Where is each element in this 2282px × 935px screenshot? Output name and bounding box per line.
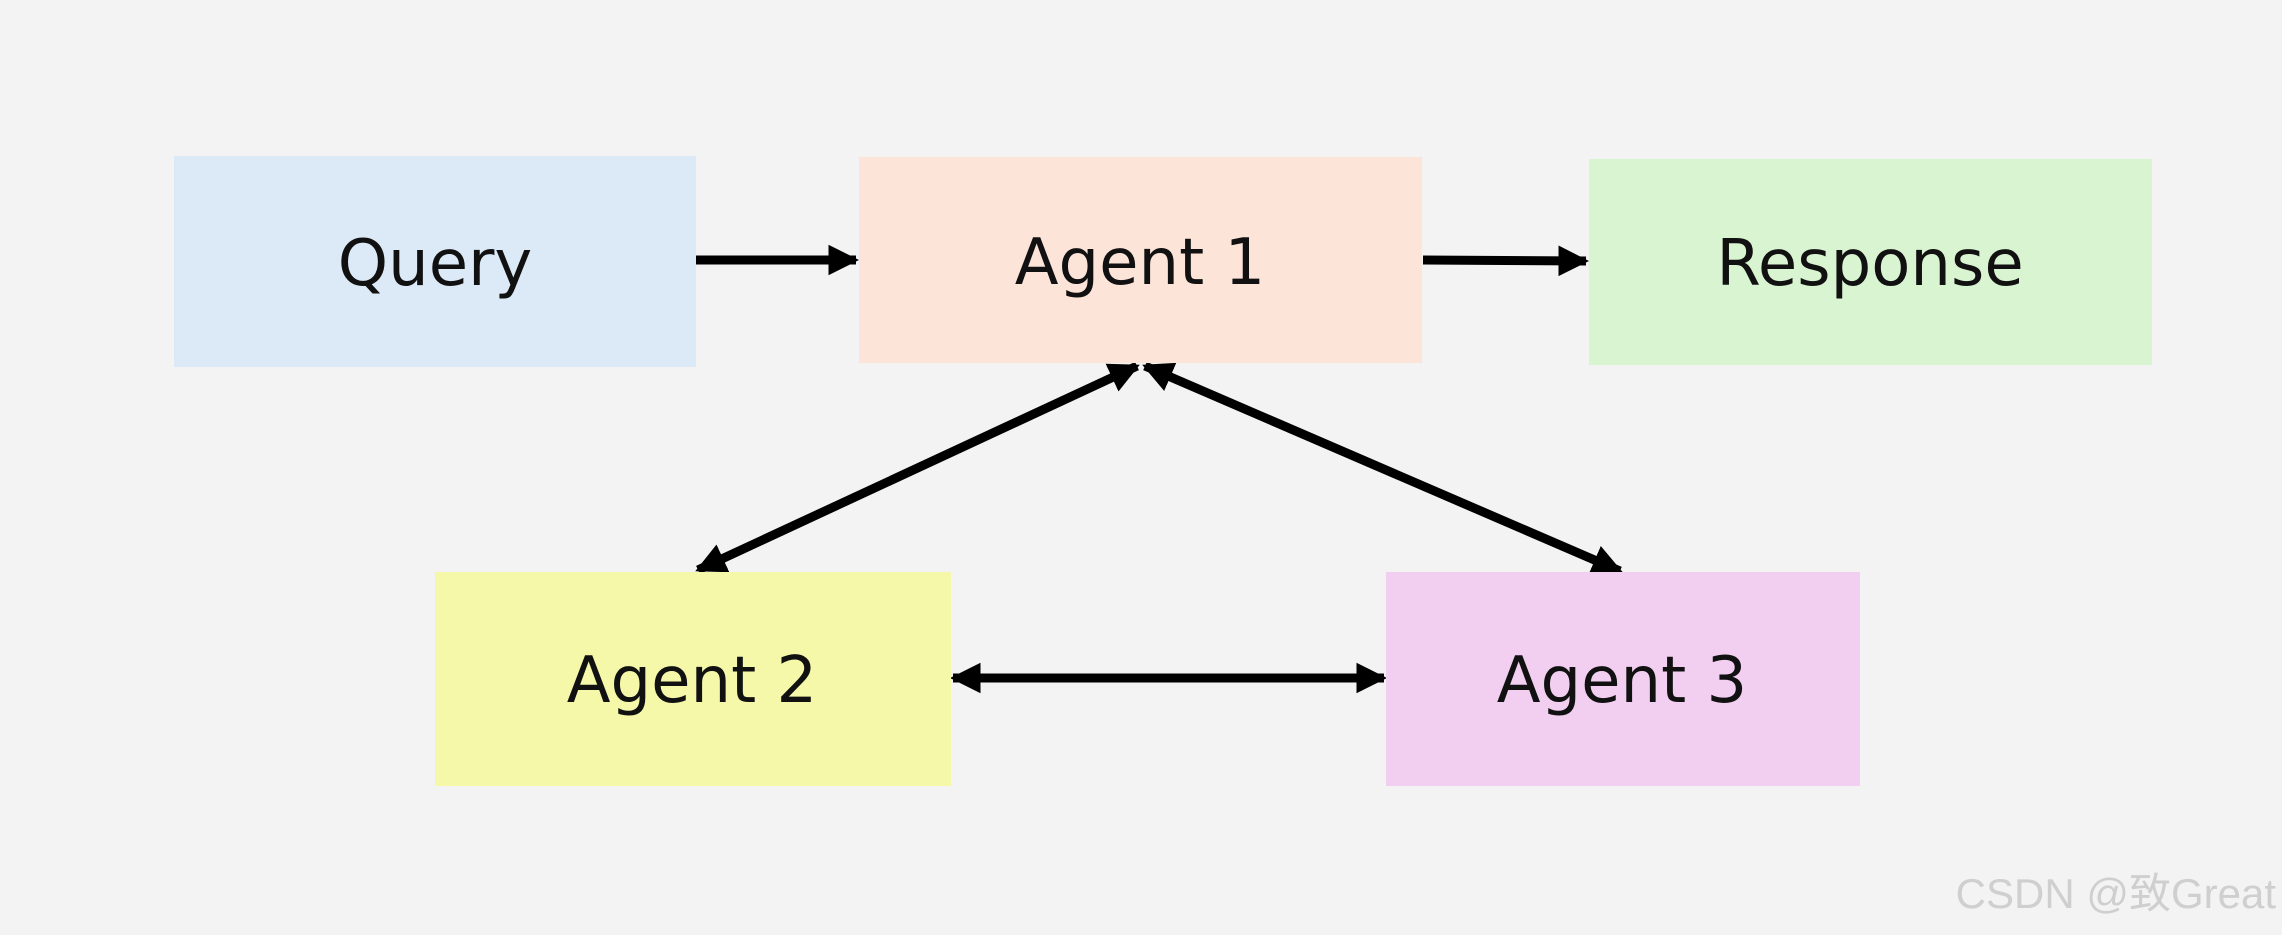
node-query-label: Query <box>338 227 533 301</box>
node-agent-1: Agent 1 <box>859 157 1422 363</box>
node-agent-2: Agent 2 <box>435 572 951 786</box>
node-agent-3-label: Agent 3 <box>1497 644 1748 718</box>
edge-agent1-agent2 <box>695 361 1140 575</box>
node-agent-3-box <box>1386 572 1860 786</box>
node-agent-2-box <box>435 572 951 786</box>
node-agent-3: Agent 3 <box>1386 572 1860 786</box>
node-response-label: Response <box>1716 227 2023 301</box>
node-query-box <box>174 156 696 367</box>
node-agent-1-label: Agent 1 <box>1015 226 1266 300</box>
node-agent-2-label: Agent 2 <box>567 644 818 718</box>
watermark: CSDN @致Great <box>1955 870 2276 917</box>
node-agent-1-box <box>859 157 1422 363</box>
edge-agent1-response <box>1422 245 1590 277</box>
node-response-box <box>1589 159 2152 365</box>
node-response: Response <box>1589 159 2152 365</box>
edge-agent1-agent3 <box>1142 361 1623 576</box>
node-query: Query <box>174 156 696 367</box>
